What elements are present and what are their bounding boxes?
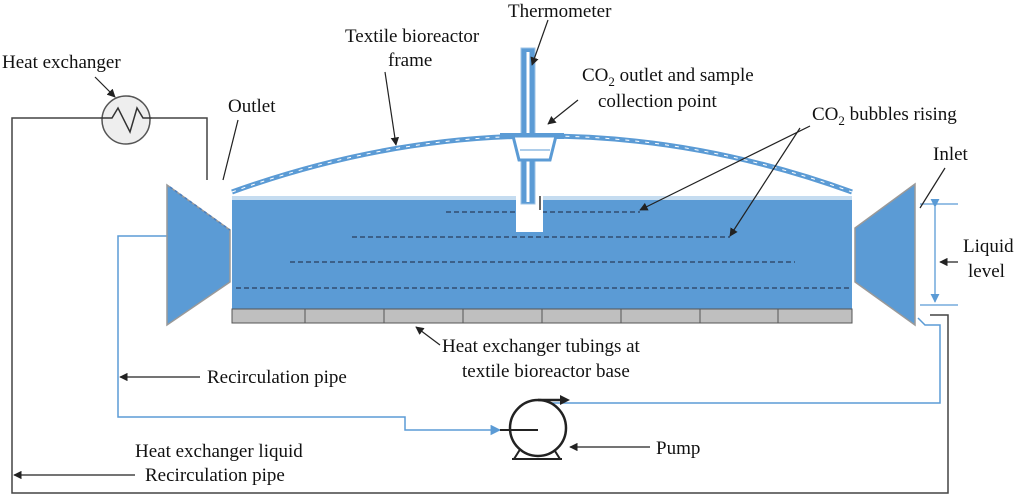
label-liquid-level-line2: level	[968, 261, 1005, 282]
label-tubings-line2: textile bioreactor base	[462, 361, 630, 382]
label-co2-outlet: CO2 outlet and sample	[582, 65, 754, 89]
label-outlet: Outlet	[228, 96, 276, 117]
pump-to-inlet-line	[548, 317, 941, 404]
label-thermometer: Thermometer	[508, 1, 612, 22]
label-frame-line1: Textile bioreactor	[345, 26, 480, 47]
recirculation-pipe-line	[117, 235, 502, 436]
label-co2-outlet-line2: collection point	[598, 91, 717, 112]
thermometer-icon	[516, 47, 543, 232]
leader-heat-exchanger	[94, 76, 116, 98]
hx-outlet-line	[152, 117, 208, 180]
label-recirculation-pipe: Recirculation pipe	[207, 367, 347, 388]
liquid-level-indicator	[920, 198, 958, 306]
label-bubbles: CO2 bubbles rising	[812, 104, 957, 128]
pump-icon	[500, 395, 570, 460]
heat-exchanger-tubings	[231, 308, 853, 324]
label-hx-liquid-line2: Recirculation pipe	[145, 465, 285, 486]
label-heat-exchanger: Heat exchanger	[2, 52, 121, 73]
hx-liquid-loop	[11, 117, 949, 494]
label-hx-liquid-line1: Heat exchanger liquid	[135, 441, 303, 462]
leader-outlet	[222, 119, 239, 181]
left-end-cap	[166, 183, 231, 327]
right-end-cap	[854, 182, 916, 327]
leader-bubbles-2	[729, 127, 801, 237]
leader-co2-outlet	[547, 99, 579, 125]
label-pump: Pump	[656, 438, 700, 459]
heat-exchanger-icon	[100, 95, 152, 145]
leader-bubbles-1	[639, 125, 811, 211]
label-liquid-level-line1: Liquid	[963, 236, 1014, 257]
label-tubings-line1: Heat exchanger tubings at	[442, 336, 641, 357]
leader-inlet	[919, 167, 946, 209]
co2-outlet-icon	[500, 133, 564, 162]
leader-frame	[384, 71, 400, 146]
leader-tubings	[415, 326, 441, 346]
label-frame-line2: frame	[388, 50, 432, 71]
leader-thermometer	[530, 19, 549, 66]
label-inlet: Inlet	[933, 144, 969, 165]
